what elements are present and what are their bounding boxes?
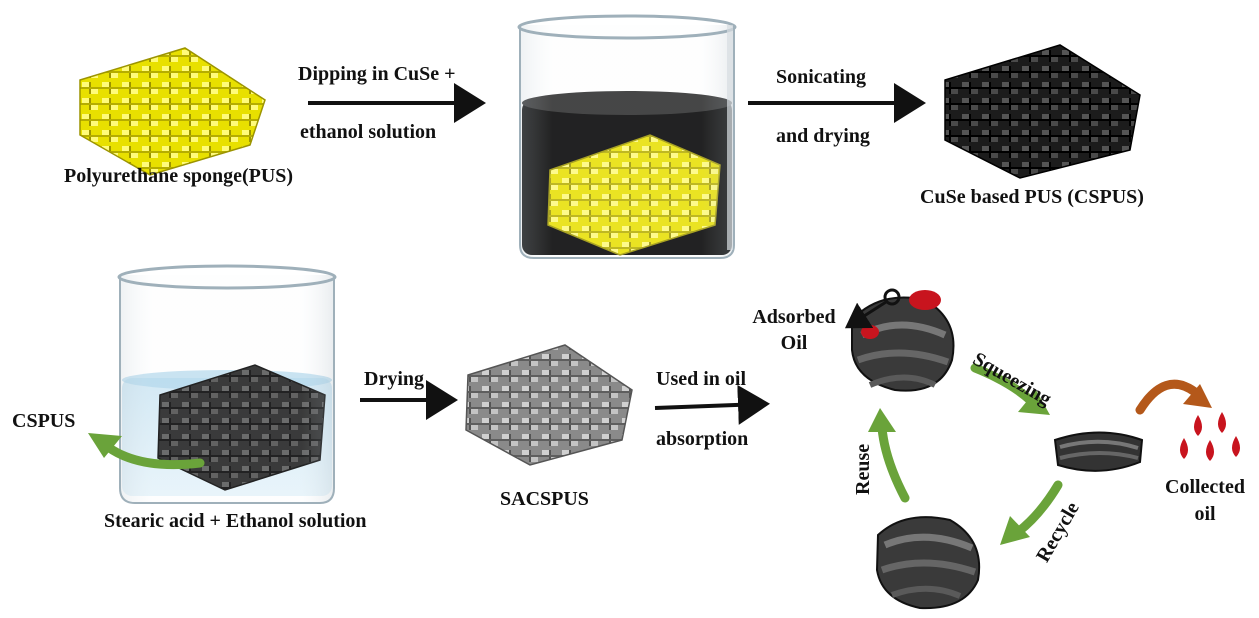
stearic-label: Stearic acid + Ethanol solution	[104, 510, 367, 532]
squeezing-green-arrow	[970, 363, 1050, 415]
pus-label: Polyurethane sponge(PUS)	[64, 165, 294, 187]
cspus-label: CuSe based PUS (CSPUS)	[920, 186, 1144, 208]
oil-pointer-arrow	[844, 300, 887, 329]
squeezed-sponge-icon	[1053, 431, 1144, 472]
sacspus-label: SACSPUS	[500, 488, 589, 510]
recycled-sponge-icon	[875, 516, 981, 610]
collected-label-1: Collected	[1165, 476, 1245, 498]
beaker-stearic-icon	[117, 264, 337, 504]
sonicating-label-top: Sonicating	[776, 66, 867, 88]
collected-label-2: oil	[1194, 503, 1216, 525]
collected-orange-arrow	[1135, 379, 1212, 415]
absorption-label-top: Used in oil	[656, 368, 747, 390]
cspus-sponge-icon	[944, 44, 1141, 179]
cspus-input-label: CSPUS	[12, 410, 76, 432]
dipping-label-top: Dipping in CuSe +	[298, 63, 456, 85]
cspus-green-arrow	[88, 433, 205, 470]
recycle-green-arrow	[1000, 480, 1063, 545]
sonicating-label-bottom: and drying	[776, 125, 870, 147]
reuse-label: Reuse	[852, 443, 874, 495]
sacspus-sponge-icon	[465, 344, 633, 466]
beaker-cuse-icon	[517, 14, 737, 259]
dipping-label-bottom: ethanol solution	[300, 121, 437, 143]
adsorbed-label-2: Oil	[780, 332, 808, 354]
oil-pointer-circle	[883, 288, 901, 306]
pus-sponge-icon	[79, 47, 266, 176]
adsorbed-sponge-icon	[851, 290, 955, 392]
drying-label: Drying	[364, 368, 424, 390]
absorption-arrow	[654, 384, 770, 425]
oil-drops-icon	[1180, 412, 1240, 461]
absorption-label-bottom: absorption	[656, 428, 749, 450]
reuse-green-arrow	[868, 408, 910, 503]
adsorbed-label-1: Adsorbed	[752, 306, 836, 328]
